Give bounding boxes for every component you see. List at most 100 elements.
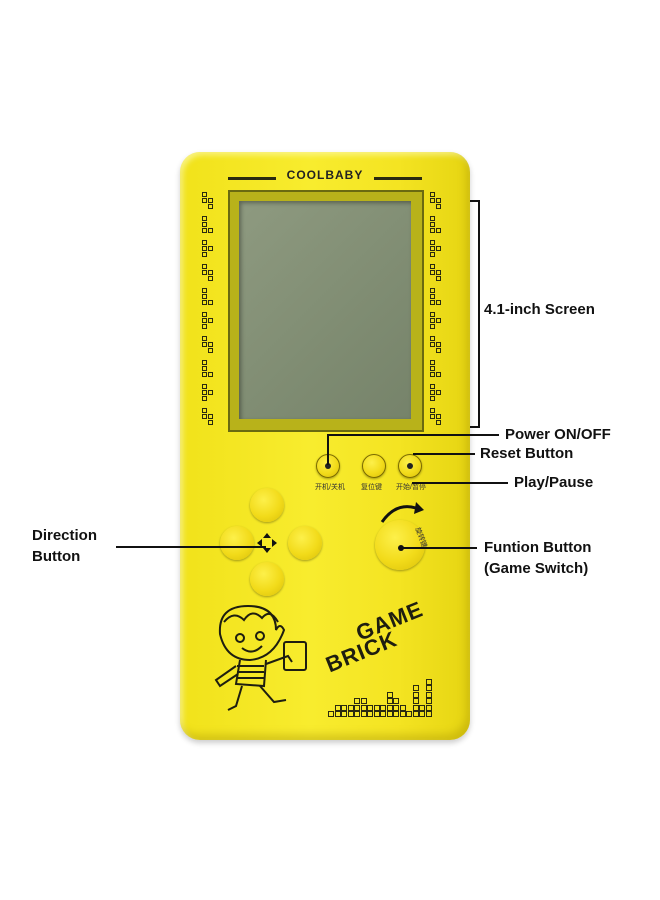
brick-cell — [202, 318, 207, 323]
brick-cell — [436, 276, 441, 281]
brick-cell — [347, 711, 354, 717]
brick-cell — [208, 372, 213, 377]
brick-cell — [419, 711, 425, 717]
brick-cell — [430, 408, 435, 413]
brick-cell — [425, 698, 432, 704]
brick-cell — [399, 711, 406, 717]
brick-cell — [354, 711, 360, 717]
function-leader — [401, 547, 477, 549]
brick-cell — [430, 342, 435, 347]
power-leader-h — [327, 434, 499, 436]
brick-cell — [202, 288, 207, 293]
brick-cell — [436, 390, 441, 395]
brick-cell — [425, 711, 432, 717]
brick-cell — [430, 246, 435, 251]
reset-callout: Reset Button — [480, 445, 574, 462]
brick-cell — [393, 698, 399, 704]
brick-cell — [436, 348, 441, 353]
brand-logo: COOLBABY — [286, 168, 364, 182]
brick-cell — [430, 192, 435, 197]
brick-cell — [430, 222, 435, 227]
dpad-down-button[interactable] — [250, 562, 284, 596]
brick-cell — [430, 324, 435, 329]
dpad-left-button[interactable] — [220, 526, 254, 560]
brick-cell — [430, 384, 435, 389]
brick-cell — [208, 246, 213, 251]
brick-cell — [208, 300, 213, 305]
brick-cell — [406, 711, 412, 717]
brick-cell — [202, 264, 207, 269]
reset-button[interactable] — [362, 454, 386, 478]
brick-cell — [436, 372, 441, 377]
brick-cell — [430, 390, 435, 395]
brick-cell — [354, 704, 360, 711]
play-pause-button[interactable] — [398, 454, 422, 478]
dpad-right-button[interactable] — [288, 526, 322, 560]
direction-callout-line1: Direction — [32, 527, 98, 544]
direction-callout-line2: Button — [32, 548, 81, 565]
brick-cell — [208, 318, 213, 323]
brick-cell — [412, 691, 419, 698]
brick-cell — [430, 240, 435, 245]
brick-cell — [334, 704, 341, 711]
dpad-up-button[interactable] — [250, 488, 284, 522]
brick-cell — [430, 396, 435, 401]
brick-cell — [430, 318, 435, 323]
brick-cell — [202, 384, 207, 389]
brick-cell — [367, 704, 373, 711]
brick-cell — [202, 198, 207, 203]
brick-cell — [202, 300, 207, 305]
direction-arrows-icon — [257, 533, 277, 553]
reset-label: 复位键 — [361, 484, 382, 491]
brick-cell — [334, 711, 341, 717]
power-dot — [325, 463, 331, 469]
brick-cell — [436, 270, 441, 275]
brick-cell — [386, 698, 393, 704]
power-button[interactable] — [316, 454, 340, 478]
brick-cell — [347, 704, 354, 711]
brick-cell — [202, 342, 207, 347]
brick-cell — [202, 414, 207, 419]
brick-cell — [360, 698, 367, 704]
brick-cell — [202, 246, 207, 251]
play-dot — [407, 463, 413, 469]
brick-cell — [380, 711, 386, 717]
brick-cell — [208, 420, 213, 425]
lcd-screen — [239, 201, 411, 419]
brick-cell — [208, 348, 213, 353]
brick-cell — [436, 198, 441, 203]
brick-cell — [393, 711, 399, 717]
brick-cell — [430, 414, 435, 419]
power-label: 开机/关机 — [315, 484, 345, 491]
brick-cell — [436, 342, 441, 347]
brick-cell — [412, 685, 419, 691]
brick-cell — [412, 704, 419, 711]
brick-cell — [367, 711, 373, 717]
brick-cell — [202, 312, 207, 317]
brick-cell — [202, 360, 207, 365]
brick-cell — [430, 366, 435, 371]
brick-cell — [399, 704, 406, 711]
brick-cell — [208, 390, 213, 395]
brick-cell — [208, 228, 213, 233]
boy-mascot-icon — [214, 604, 307, 711]
play-callout: Play/Pause — [514, 474, 594, 491]
rotate-arrow-icon — [380, 502, 424, 523]
brick-cell — [202, 294, 207, 299]
tetris-decoration-left — [202, 192, 222, 425]
reset-leader — [413, 453, 475, 455]
brick-cell — [208, 342, 213, 347]
brick-cell — [430, 360, 435, 365]
brick-cell — [386, 711, 393, 717]
brick-cell — [430, 372, 435, 377]
brick-cell — [436, 318, 441, 323]
brick-cell — [208, 276, 213, 281]
play-leader — [412, 482, 508, 484]
brick-cell — [436, 246, 441, 251]
brick-cell — [430, 336, 435, 341]
brick-cell — [202, 270, 207, 275]
play-label: 开始/暂停 — [396, 484, 426, 491]
brick-cell — [430, 228, 435, 233]
brick-cell — [419, 704, 425, 711]
brick-cell — [430, 312, 435, 317]
